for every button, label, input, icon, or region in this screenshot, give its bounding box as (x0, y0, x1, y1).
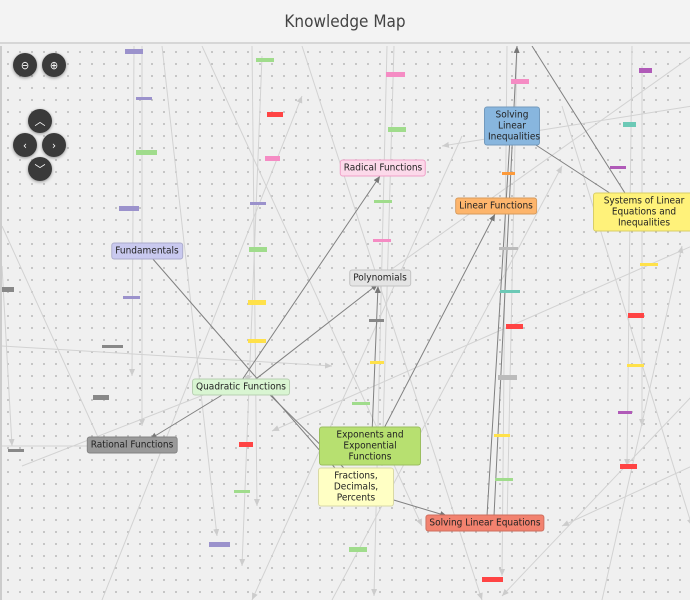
topic-marker[interactable] (374, 200, 392, 203)
topic-marker[interactable] (640, 263, 658, 266)
topic-marker[interactable] (502, 172, 515, 175)
topic-marker[interactable] (628, 313, 644, 318)
topic-marker[interactable] (482, 577, 503, 582)
topic-marker[interactable] (209, 542, 230, 547)
topic-marker[interactable] (500, 290, 520, 293)
node-exponents[interactable]: Exponents and Exponential Functions (319, 426, 421, 466)
topic-marker[interactable] (495, 478, 513, 481)
topic-marker[interactable] (102, 345, 123, 348)
topic-marker[interactable] (498, 375, 517, 380)
topic-marker[interactable] (123, 296, 140, 299)
topic-marker[interactable] (349, 547, 367, 552)
topic-marker[interactable] (234, 490, 250, 493)
topic-marker[interactable] (373, 239, 391, 242)
topic-marker[interactable] (136, 150, 157, 155)
topic-marker[interactable] (370, 361, 384, 364)
topic-marker[interactable] (239, 442, 253, 447)
pan-right-button[interactable]: › (42, 133, 66, 157)
topic-marker[interactable] (2, 287, 14, 292)
topic-marker[interactable] (93, 395, 109, 400)
topic-marker[interactable] (8, 449, 24, 452)
zoom-out-icon: ⊖ (20, 58, 30, 72)
topic-marker[interactable] (494, 434, 510, 437)
edges-layer (2, 46, 690, 600)
node-solving-linear-equations[interactable]: Solving Linear Equations (425, 514, 545, 532)
topic-marker[interactable] (388, 127, 406, 132)
topic-marker[interactable] (125, 49, 143, 54)
zoom-out-button[interactable]: ⊖ (13, 53, 37, 77)
topic-marker[interactable] (369, 319, 384, 322)
topic-marker[interactable] (250, 202, 266, 205)
topic-marker[interactable] (256, 58, 274, 62)
node-linear-functions[interactable]: Linear Functions (455, 197, 537, 215)
topic-marker[interactable] (620, 464, 637, 469)
knowledge-map-canvas[interactable]: Fundamentals Radical Functions Polynomia… (0, 46, 690, 600)
topic-marker[interactable] (267, 112, 283, 117)
node-quadratic-functions[interactable]: Quadratic Functions (192, 378, 290, 396)
node-radical-functions[interactable]: Radical Functions (339, 159, 427, 177)
topic-marker[interactable] (248, 339, 266, 343)
topic-marker[interactable] (386, 72, 405, 77)
topic-marker[interactable] (265, 156, 280, 161)
zoom-in-icon: ⊕ (49, 58, 59, 72)
topic-marker[interactable] (618, 411, 632, 414)
chevron-right-icon: › (52, 138, 56, 152)
node-polynomials[interactable]: Polynomials (349, 269, 411, 287)
node-systems-of-linear-equations[interactable]: Systems of Linear Equations and Inequali… (593, 192, 690, 232)
topic-marker[interactable] (248, 300, 266, 305)
node-fractions-decimals-percents[interactable]: Fractions, Decimals, Percents (318, 467, 394, 507)
node-fundamentals[interactable]: Fundamentals (111, 242, 183, 260)
topic-marker[interactable] (639, 68, 652, 73)
chevron-up-icon: ︿ (34, 115, 46, 128)
topic-marker[interactable] (511, 79, 529, 84)
topic-marker[interactable] (352, 402, 370, 405)
topic-marker[interactable] (623, 122, 636, 127)
pan-down-button[interactable]: ﹀ (28, 157, 52, 181)
topic-marker[interactable] (506, 324, 523, 329)
zoom-in-button[interactable]: ⊕ (42, 53, 66, 77)
topic-marker[interactable] (499, 247, 518, 250)
chevron-left-icon: ‹ (23, 138, 27, 152)
page-title: Knowledge Map (0, 0, 690, 44)
node-rational-functions[interactable]: Rational Functions (86, 436, 178, 454)
topic-marker[interactable] (136, 97, 152, 100)
pan-left-button[interactable]: ‹ (13, 133, 37, 157)
topic-marker[interactable] (627, 364, 644, 367)
topic-marker[interactable] (249, 247, 267, 252)
node-solving-linear-inequalities[interactable]: Solving Linear Inequalities (484, 106, 540, 146)
topic-marker[interactable] (610, 166, 626, 169)
pan-up-button[interactable]: ︿ (28, 109, 52, 133)
chevron-down-icon: ﹀ (34, 163, 46, 176)
topic-marker[interactable] (119, 206, 139, 211)
